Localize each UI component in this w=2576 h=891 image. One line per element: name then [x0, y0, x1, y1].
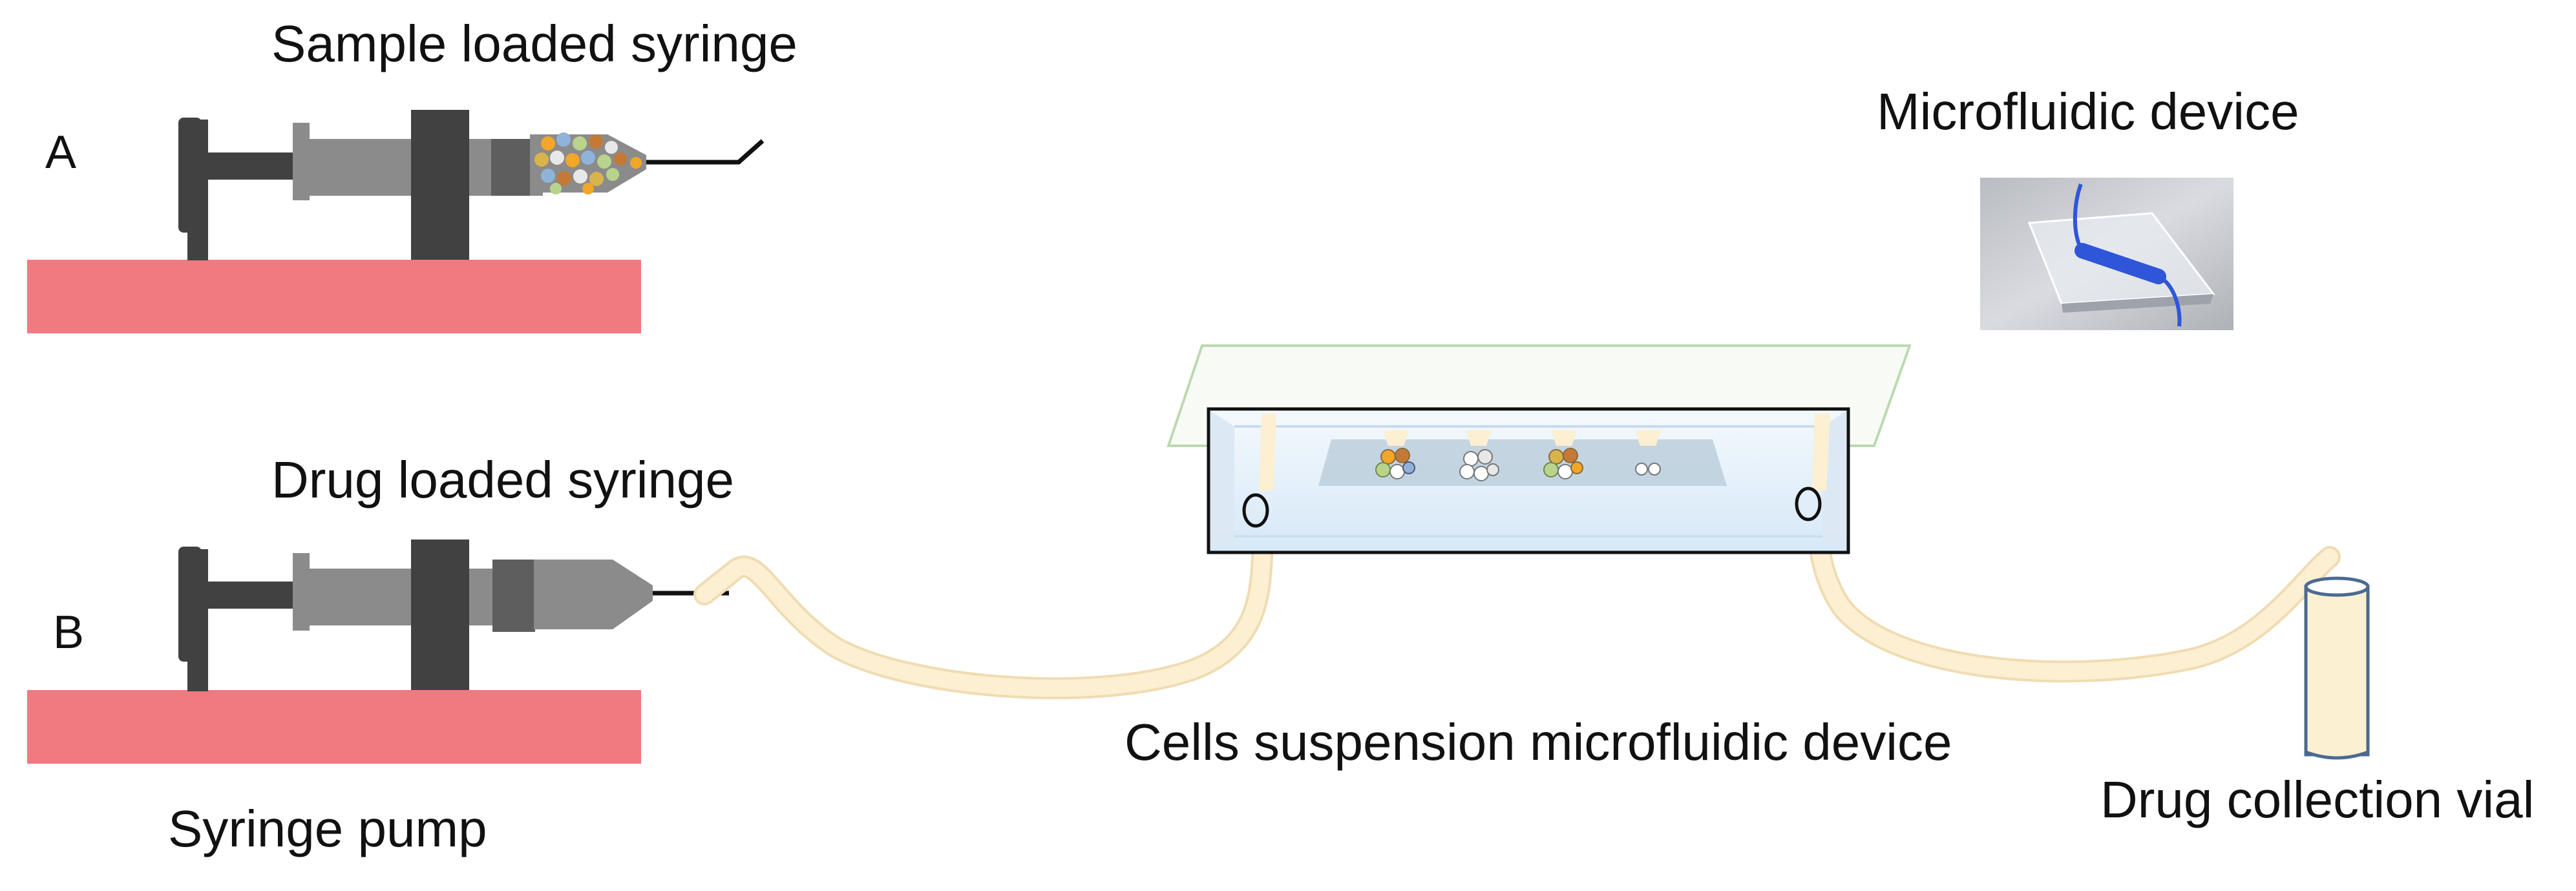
syringe-icon: [293, 553, 729, 632]
cell-well-2: [1459, 430, 1499, 481]
cell-well-4: [1635, 430, 1661, 476]
microfluidic-device-label: Microfluidic device: [1877, 83, 2299, 140]
drug-syringe-label: Drug loaded syringe: [271, 451, 734, 508]
sample-syringe-label: Sample loaded syringe: [271, 15, 797, 72]
pump-clamp-a: [411, 110, 469, 260]
pump-base-a: [27, 260, 641, 333]
syringe-pump-b: B Drug loaded syringe Syringe pump: [27, 451, 734, 857]
outlet-tubing: [1809, 428, 2338, 680]
vial-icon: Drug collection vial: [2100, 576, 2534, 828]
collection-vial-label: Drug collection vial: [2100, 771, 2534, 828]
panel-label-a: A: [45, 127, 76, 178]
vial-body: [2304, 585, 2370, 757]
chip-bevel-left: [1210, 411, 1234, 550]
syringe-icon: [293, 123, 765, 200]
plunger-thumb-a: [178, 118, 202, 233]
photo-channel-in: [2073, 183, 2084, 252]
cell-well-1: [1375, 430, 1415, 479]
inlet-tubing-edge: [693, 425, 1279, 700]
cells-device-label: Cells suspension microfluidic device: [1124, 713, 1952, 771]
culture-chamber: [1318, 439, 1727, 486]
chip-inlet-port: [1242, 414, 1276, 528]
plunger-head-a: [491, 139, 530, 196]
syringe-pump-a: A Sample loaded syringe: [27, 15, 797, 333]
syringe-tip-b: [534, 560, 653, 629]
chip-outlet-port: [1795, 414, 1830, 521]
vial-opening: [2304, 576, 2370, 597]
plunger-rod-a: [200, 152, 310, 180]
vial-bottom: [2305, 750, 2369, 760]
microfluidic-chip-icon: Cells suspension microfluidic device: [1124, 344, 1952, 771]
plunger-thumb-b: [178, 547, 202, 662]
pump-clamp-b: [411, 540, 469, 690]
photo-channel: [2075, 243, 2166, 284]
plunger-rod-b: [200, 582, 310, 609]
cell-wells: [1375, 430, 1661, 481]
pump-base-b: [27, 690, 641, 764]
sample-particles: [534, 132, 642, 194]
panel-label-b: B: [53, 607, 84, 658]
syringe-pump-label: Syringe pump: [168, 800, 487, 857]
microfluidic-device-photo-icon: Microfluidic device: [1877, 83, 2299, 330]
cell-well-3: [1543, 430, 1583, 479]
needle-a: [646, 139, 765, 165]
photo-channel-out: [2157, 275, 2182, 327]
inlet-tubing: [696, 428, 1276, 697]
plunger-head-b: [492, 560, 535, 632]
